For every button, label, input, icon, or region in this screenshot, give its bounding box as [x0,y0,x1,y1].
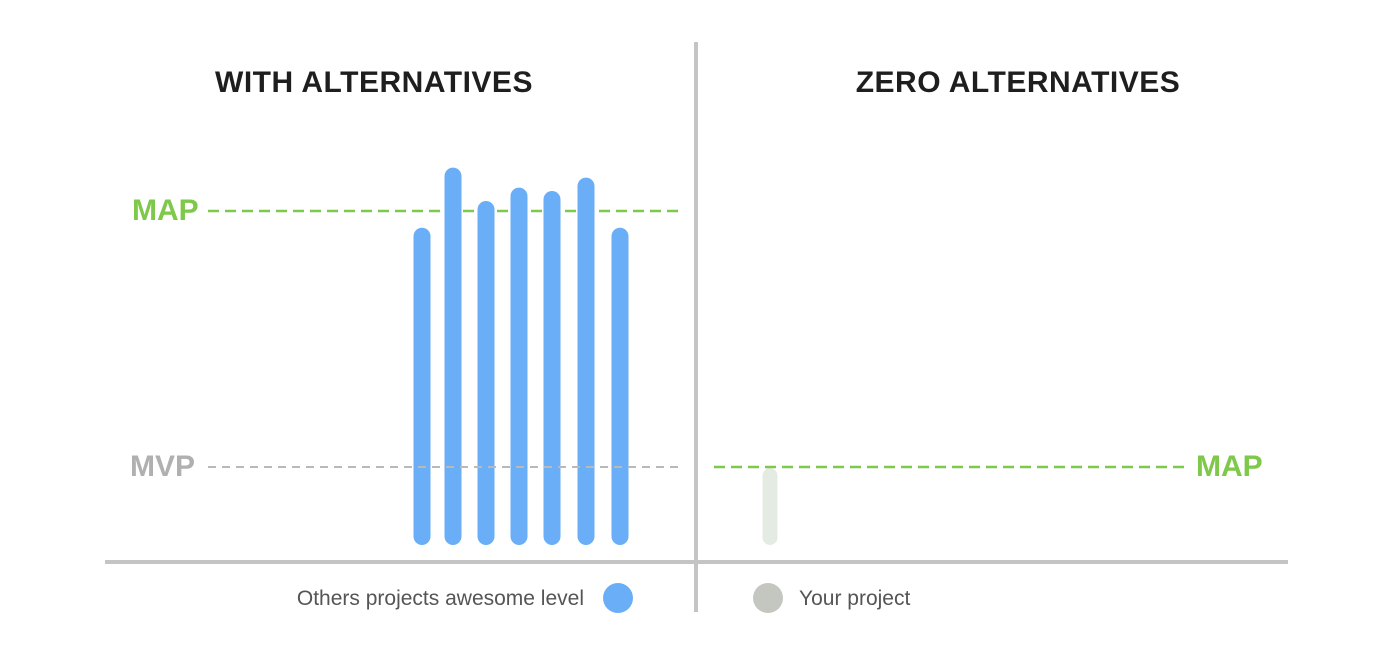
left-map-label: MAP [132,194,199,227]
your-project-bar-1 [762,468,778,545]
gray-dot-icon [753,583,783,613]
others-project-bar-2 [444,167,462,545]
right-legend-label: Your project [799,587,910,610]
left-bars-group [413,167,629,546]
right-bars-group [762,468,778,545]
right-map-label: MAP [1196,450,1263,483]
others-project-bar-5 [543,190,561,545]
left-mvp-label: MVP [130,450,195,483]
right-panel-title: ZERO ALTERNATIVES [856,66,1181,99]
others-project-bar-7 [611,227,629,545]
others-project-bar-6 [577,177,595,545]
others-project-bar-4 [510,187,528,545]
blue-dot-icon [603,583,633,613]
others-project-bar-1 [413,227,431,545]
left-legend-label: Others projects awesome level [297,587,584,610]
others-project-bar-3 [477,200,495,546]
left-panel-title: WITH ALTERNATIVES [215,66,533,99]
